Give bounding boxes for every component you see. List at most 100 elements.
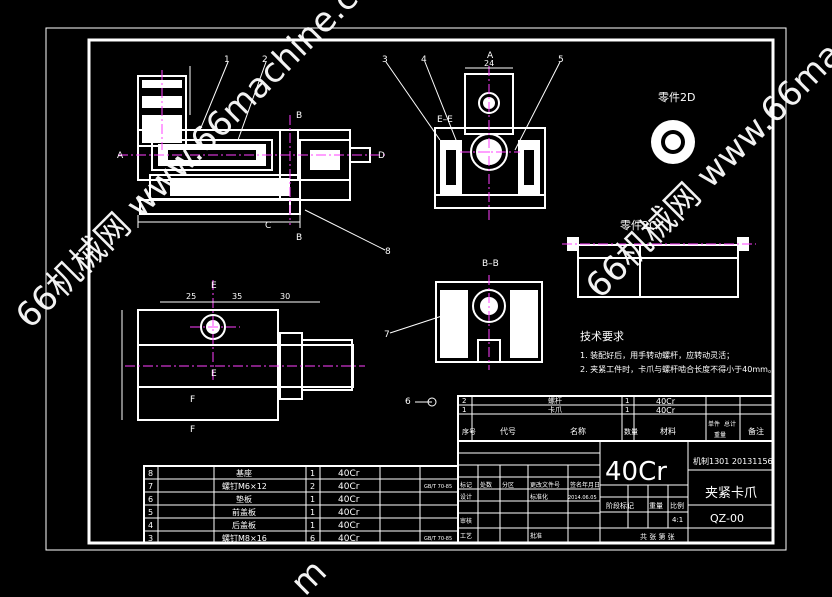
top-dims [121,301,320,420]
dim-35: 35 [232,292,242,301]
bom-left-rows: 8 基座 1 40Cr 7 螺钉M6×12 2 40Cr GB/T 70-85 … [148,468,452,544]
bom-material: 40Cr [338,534,360,544]
bom-no: 8 [148,469,153,478]
part2d-view [651,120,695,164]
bom-left-table [143,465,459,544]
bom-qty: 1 [310,469,315,478]
front-dims [137,66,301,228]
label-view-a: A [117,151,124,161]
tb-count: 处数 [480,481,492,489]
label-part2c: 零件2C [620,219,657,232]
bom-name: 前盖板 [232,507,256,517]
label-e-bottom: E [211,369,217,379]
balloon-5: 5 [558,55,564,65]
dim-25: 25 [186,292,196,301]
bom-qty: 6 [310,534,315,543]
top-view [137,309,354,421]
bom-qty: 2 [310,482,315,491]
bom-qty: 1 [310,495,315,504]
balloon-4: 4 [421,55,427,65]
hdr-no: 序号 [462,427,476,436]
dim-30: 30 [280,292,290,301]
bom-material: 40Cr [338,508,360,518]
dim-24: 24 [484,59,494,68]
bom-name: 后盖板 [232,520,256,530]
bom-no: 6 [148,495,153,504]
label-f-top: F [190,395,195,405]
tb-zone: 分区 [502,481,514,489]
tb-change: 更改文件号 [530,481,560,489]
bom-no: 4 [148,521,153,530]
bom-name: 螺杆 [548,396,562,405]
bom-qty: 1 [625,406,629,414]
hdr-total-weight: 总计 [724,420,736,428]
watermark-left: 66机械网 www.66machine.com [8,0,404,336]
title-block-lines [457,395,774,544]
bom-note: GB/T 70-85 [424,484,452,490]
bom-row: 4 后盖板 1 40Cr [148,520,360,531]
bom-name: 垫板 [236,494,252,504]
small-part-6 [427,397,437,407]
bom-right-rows: 2 螺杆 1 40Cr 1 卡爪 1 40Cr [462,396,676,415]
bom-name: 螺钉M8×16 [222,533,267,543]
label-ee: E–E [437,115,453,125]
bom-qty: 1 [310,508,315,517]
balloon-1: 1 [224,55,230,65]
bom-material: 40Cr [338,469,360,479]
tb-mark: 标记 [460,481,472,489]
bom-no: 5 [148,508,153,517]
scale-value: 4:1 [672,516,683,524]
hdr-weight: 重量 [714,431,726,439]
tb-design-date: 2014.06.05 [568,495,597,501]
bom-qty: 1 [625,397,629,405]
bom-note: GB/T 70-85 [424,536,452,542]
bom-material: 40Cr [656,406,676,415]
balloon-6: 6 [405,397,411,407]
bom-row: 7 螺钉M6×12 2 40Cr GB/T 70-85 [148,481,452,492]
bom-row: 6 垫板 1 40Cr [148,494,360,505]
balloon-3: 3 [382,55,388,65]
label-c: C [265,221,271,231]
tech-title: 技术要求 [580,330,624,343]
label-bb: B–B [482,259,499,269]
sheet-label: 共 张 第 张 [640,532,675,541]
leader-lines [199,61,561,403]
part-name: 夹紧卡爪 [705,486,757,501]
label-view-d: D [378,151,385,161]
tb-sign: 签名 [570,481,582,489]
hdr-unit-weight: 单件 [708,420,720,428]
front-centerlines [118,70,385,225]
stage-label: 阶段标记 [606,501,634,510]
bom-material: 40Cr [338,521,360,531]
tb-process: 工艺 [460,532,472,540]
scale-label: 比例 [670,501,684,510]
bom-name: 基座 [236,468,252,478]
bom-no: 2 [462,397,466,405]
label-b-bottom: B [296,233,302,243]
ee-section-view [434,73,546,209]
balloon-7: 7 [384,330,390,340]
watermark-bottom: m [283,552,335,597]
hdr-note: 备注 [748,426,764,436]
bom-name: 卡爪 [548,405,562,414]
bom-header: 序号 代号 名称 数量 材料 单件 总计 重量 备注 [462,420,764,439]
balloon-8: 8 [385,247,391,257]
hdr-qty: 数量 [624,427,638,436]
hdr-code: 代号 [500,426,516,436]
tb-date: 年月日 [582,481,600,489]
label-part2d: 零件2D [658,91,695,104]
tech-line1: 1. 装配好后，用手转动螺杆，应转动灵活； [580,350,734,360]
tb-standard: 标准化 [530,493,548,501]
balloon-2: 2 [262,55,268,65]
bom-name: 螺钉M6×12 [222,481,267,491]
tech-line2: 2. 夹紧工件时，卡爪与螺杆啮合长度不得小于40mm。 [580,364,776,374]
top-centerlines [125,280,365,380]
class-id: 机制1301 20131156 [693,456,773,466]
tb-approve: 批准 [530,532,542,540]
ee-centerlines [460,66,520,220]
bom-row: 5 前盖板 1 40Cr [148,507,360,518]
bom-row: 3 螺钉M8×16 6 40Cr GB/T 70-85 [148,533,452,544]
hdr-name: 名称 [570,426,586,436]
drawing-code: QZ-00 [710,512,744,525]
